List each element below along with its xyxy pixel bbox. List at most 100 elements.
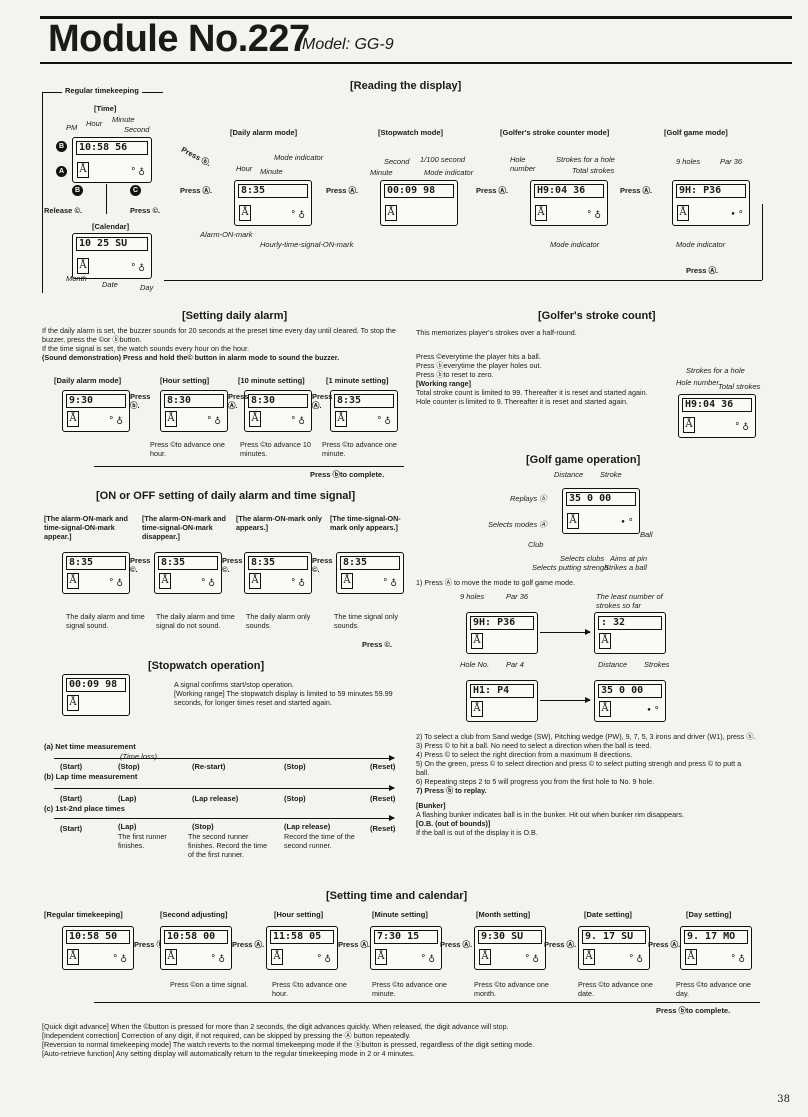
lcd-calendar: 10 25 SU Å ° ♁ <box>72 233 152 279</box>
time-col1: [Regular timekeeping] <box>44 910 123 919</box>
date-label: Date <box>102 280 118 289</box>
golfer-icon: Å <box>67 411 79 427</box>
on-off-h4: [The time-signal-ON- mark only appears.] <box>330 514 401 532</box>
press-c-label: Press ©. <box>312 556 333 574</box>
distance-label: Distance <box>598 660 628 669</box>
golf-step3: 3) Press © to hit a ball. No need to sel… <box>416 741 652 750</box>
club-label: Club <box>528 540 544 549</box>
stroke-l3: Press ⓑto reset to zero. <box>416 370 494 379</box>
time-d6: Press ©to advance one date. <box>578 980 653 998</box>
alarm-hour-label: Hour <box>236 164 253 173</box>
sw-b-lap-release: (Lap release) <box>192 794 239 803</box>
nine-holes-label: 9 holes <box>460 592 485 601</box>
month-label: Month <box>66 274 87 283</box>
golf-game-heading: [Golf game operation] <box>526 454 641 466</box>
golfer-icon: Å <box>677 205 689 221</box>
footer-quick: [Quick digit advance] When the ©button i… <box>42 1022 509 1031</box>
press-b-complete: Press ⓑto complete. <box>656 1006 731 1015</box>
ball-icon: ° ♁ <box>377 416 391 426</box>
total-strokes-label: Total strokes <box>572 166 615 175</box>
ball-icon: ° ♁ <box>131 167 145 177</box>
ball-icon: ° ♁ <box>201 578 215 588</box>
ball-icon: ° ♁ <box>291 416 305 426</box>
time-col4: [Minute setting] <box>372 910 428 919</box>
sw-a-start: (Start) <box>60 762 83 771</box>
golfer-icon: Å <box>341 573 353 589</box>
time-d2: Press ©on a time signal. <box>170 980 249 989</box>
loop-line <box>762 204 763 280</box>
press-a-label: Press Ⓐ. <box>440 940 473 949</box>
button-a-icon[interactable]: A <box>56 166 67 177</box>
page-title: Module No.227 <box>48 18 310 60</box>
press-b-complete: Press ⓑto complete. <box>310 470 385 479</box>
golfer-icon: Å <box>567 513 579 529</box>
on-off-heading: [ON or OFF setting of daily alarm and ti… <box>96 490 356 502</box>
alarm-col1: [Daily alarm mode] <box>54 376 122 385</box>
lcd-alarm-digits: 8:35 <box>238 184 308 198</box>
golfer-icon: Å <box>271 949 283 965</box>
on-off-h2: [The alarm-ON-mark and time-signal-ON-ma… <box>142 514 226 541</box>
sw-b-reset: (Reset) <box>370 794 396 803</box>
lcd-golf-digits: H9:04 36 <box>534 184 604 198</box>
golfer-icon: Å <box>249 411 261 427</box>
button-b-icon[interactable]: B <box>56 141 67 152</box>
footer-independent: [Independent correction] Correction of a… <box>42 1031 411 1040</box>
hole-number-label: Hole number <box>676 378 719 387</box>
golfer-icon: Å <box>249 573 261 589</box>
press-b-label: Press ⓑ. <box>130 392 151 410</box>
sw-p2: [Working range] The stopwatch display is… <box>174 689 393 707</box>
lcd-game-digits: 9H: P36 <box>676 184 746 198</box>
golfer-icon: Å <box>239 205 251 221</box>
golf-step7: 7) Press ⓑ to replay. <box>416 786 487 795</box>
setting-time-heading: [Setting time and calendar] <box>326 890 468 902</box>
press-a-label: Press Ⓐ. <box>338 940 371 949</box>
golfer-icon: Å <box>159 573 171 589</box>
golfer-icon: Å <box>471 701 483 717</box>
press-a-label: Press Ⓐ. <box>476 186 509 195</box>
lcd-digits: 35 0 00 <box>566 492 636 506</box>
strikes-label: Strikes a ball <box>604 563 647 572</box>
on-off-d1: The daily alarm and time signal sound. <box>66 612 145 630</box>
stroke-l2: Press ⓑeverytime the player holes out. <box>416 361 542 370</box>
lcd-digits: : 32 <box>598 616 662 630</box>
stopwatch-op-heading: [Stopwatch operation] <box>148 660 265 672</box>
arrow-right <box>540 629 591 635</box>
press-c-label: Press ©. <box>362 640 393 649</box>
ball-icon: ° ♁ <box>131 263 145 273</box>
ball-icon: ° ♁ <box>207 416 221 426</box>
pm-label: PM <box>66 123 78 132</box>
loop-line <box>94 466 404 467</box>
distance-label: Distance <box>554 470 584 479</box>
aims-label: Aims at pin <box>610 554 648 563</box>
golfer-icon: Å <box>67 695 79 711</box>
par4-label: Par 4 <box>506 660 524 669</box>
golf-steps: 2) To select a club from Sand wedge (SW)… <box>416 732 756 837</box>
ball-icon: ° ♁ <box>735 422 749 432</box>
stroke-l5: Total stroke count is limited to 99. The… <box>416 388 648 397</box>
game-mode-indicator-label: Mode indicator <box>676 240 726 249</box>
model-name: Model: GG-9 <box>302 36 394 53</box>
daily-alarm-mode-label: [Daily alarm mode] <box>230 128 298 137</box>
golfer-icon: Å <box>599 633 611 649</box>
nine-holes-label: 9 holes <box>676 157 701 166</box>
setting-alarm-heading: [Setting daily alarm] <box>182 310 288 322</box>
golfer-icon: Å <box>335 411 347 427</box>
button-b-icon[interactable]: B <box>72 185 83 196</box>
button-c-icon[interactable]: C <box>130 185 141 196</box>
on-off-d4: The time signal only sounds. <box>334 612 398 630</box>
lcd-digits: H9:04 36 <box>682 398 752 412</box>
lcd-digits: H1: P4 <box>470 684 534 698</box>
sw-a-stop2: (Stop) <box>284 762 306 771</box>
par36-label: Par 36 <box>720 157 743 166</box>
sw-b-lap: (Lap) <box>118 794 137 803</box>
bunker-text: A flashing bunker indicates ball is in t… <box>416 810 685 819</box>
ball-icon: ° ♁ <box>109 578 123 588</box>
